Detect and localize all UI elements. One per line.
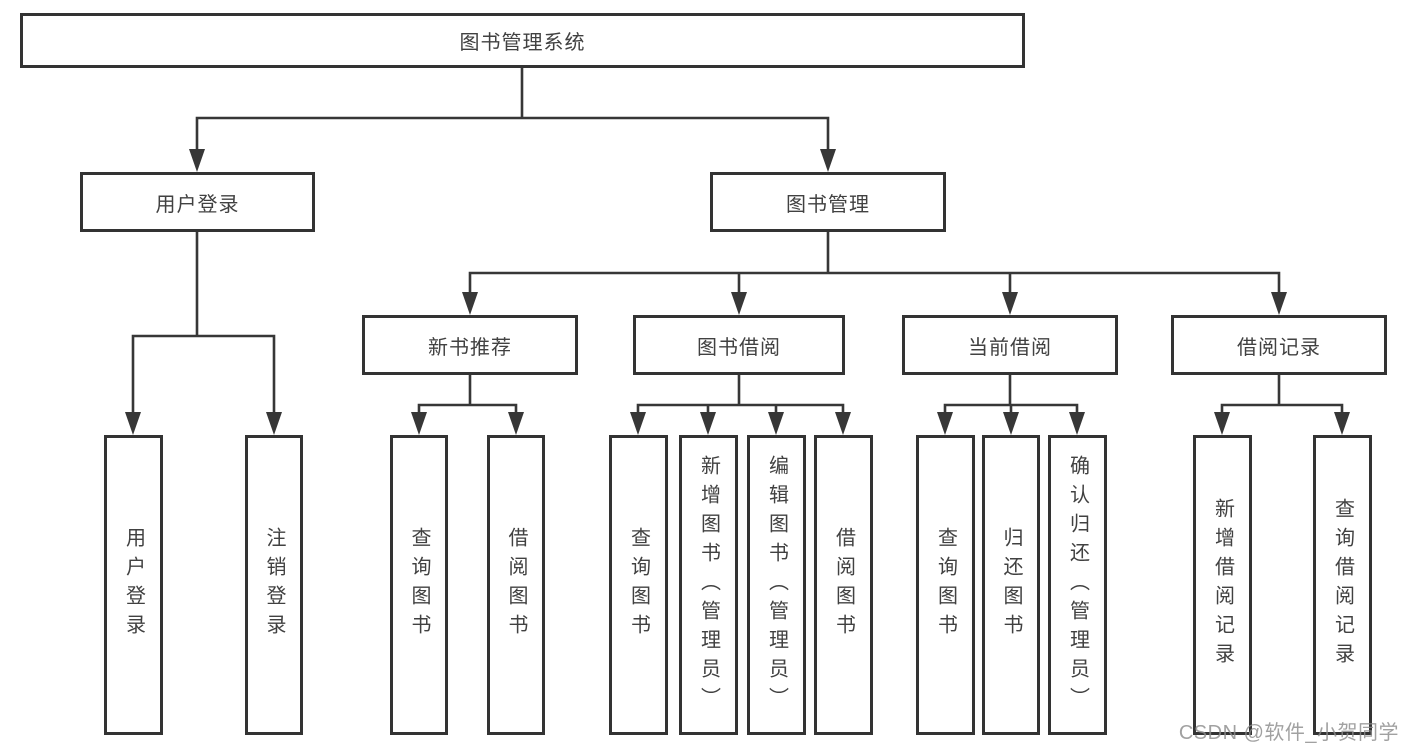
leaf-confirm-return-admin: 确认归还（管理员）	[1048, 435, 1107, 735]
node-user-login: 用户登录	[80, 172, 315, 232]
connector-current-borrow-split	[937, 373, 1085, 435]
csdn-watermark: CSDN @软件_小贺同学	[1178, 722, 1399, 744]
leaf-add-borrow-record: 新增借阅记录	[1193, 435, 1252, 735]
leaf-label: 借阅图书	[832, 527, 855, 643]
leaf-borrow-books-borrow: 借阅图书	[814, 435, 873, 735]
leaf-label: 编辑图书（管理员）	[765, 454, 788, 716]
node-user-login-label: 用户登录	[155, 193, 240, 216]
node-new-book-recommend: 新书推荐	[362, 315, 578, 375]
node-book-borrow: 图书借阅	[633, 315, 845, 375]
leaf-logout: 注销登录	[245, 435, 303, 735]
node-root: 图书管理系统	[20, 13, 1025, 68]
leaf-label: 查询图书	[408, 527, 430, 643]
node-borrow-records-label: 借阅记录	[1237, 336, 1321, 359]
node-current-borrow-label: 当前借阅	[968, 336, 1052, 359]
leaf-user-login: 用户登录	[104, 435, 163, 735]
node-book-borrow-label: 图书借阅	[697, 336, 781, 359]
node-new-book-recommend-label: 新书推荐	[428, 336, 512, 359]
node-book-mgmt: 图书管理	[710, 172, 946, 232]
leaf-label: 查询图书	[627, 527, 650, 643]
leaf-edit-books-admin: 编辑图书（管理员）	[747, 435, 806, 735]
leaf-label: 查询借阅记录	[1331, 498, 1354, 672]
connector-book-borrow-split	[630, 373, 851, 435]
leaf-return-books: 归还图书	[982, 435, 1040, 735]
leaf-add-books-admin: 新增图书（管理员）	[679, 435, 738, 735]
leaf-query-books-borrow: 查询图书	[609, 435, 668, 735]
connector-new-book-split	[411, 373, 524, 435]
leaf-label: 借阅图书	[505, 527, 527, 643]
leaf-label: 新增借阅记录	[1211, 498, 1234, 672]
node-current-borrow: 当前借阅	[902, 315, 1118, 375]
leaf-label: 查询图书	[934, 527, 957, 643]
leaf-label: 用户登录	[122, 527, 145, 643]
node-book-mgmt-label: 图书管理	[786, 193, 870, 216]
leaf-query-borrow-record: 查询借阅记录	[1313, 435, 1372, 735]
node-borrow-records: 借阅记录	[1171, 315, 1387, 375]
leaf-label: 注销登录	[263, 527, 285, 643]
leaf-label: 确认归还（管理员）	[1066, 454, 1089, 716]
leaf-query-books-current: 查询图书	[916, 435, 975, 735]
leaf-label: 新增图书（管理员）	[697, 454, 720, 716]
connector-borrow-records-split	[1214, 373, 1350, 435]
connector-user-login-split	[125, 230, 282, 435]
node-root-label: 图书管理系统	[459, 32, 586, 54]
leaf-query-books-recommend: 查询图书	[390, 435, 448, 735]
leaf-borrow-books-recommend: 借阅图书	[487, 435, 545, 735]
leaf-label: 归还图书	[1000, 527, 1022, 643]
connector-book-mgmt-split	[462, 230, 1287, 315]
connector-root-split	[189, 66, 836, 172]
